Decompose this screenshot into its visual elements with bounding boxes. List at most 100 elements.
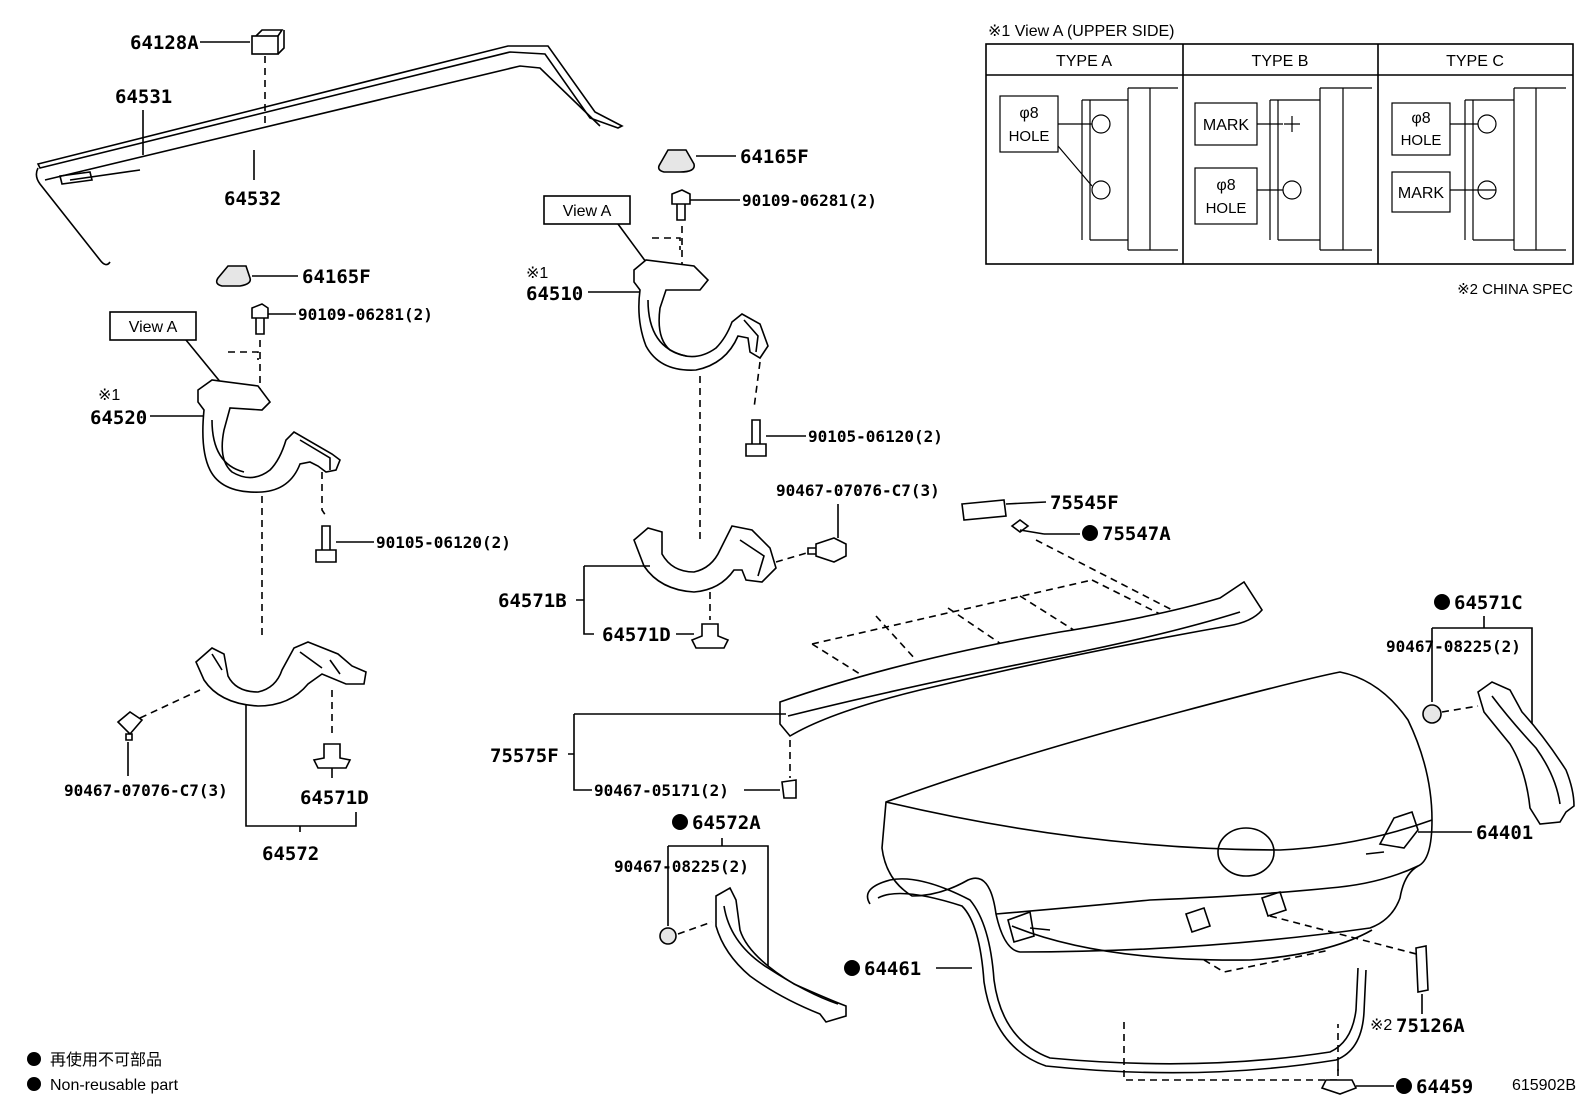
- label-64165f-center: 64165F: [740, 146, 809, 168]
- nonreusable-dot-64461: [844, 960, 860, 976]
- label-90105-left: 90105-06120(2): [376, 533, 511, 552]
- type-c-header: TYPE C: [1446, 53, 1504, 70]
- bolt-90109-left-icon: [251, 303, 269, 335]
- legend-dot-en: [27, 1077, 41, 1091]
- legend: 再使用不可部品 Non-reusable part: [27, 1051, 179, 1094]
- ref2: ※2: [1370, 1017, 1392, 1034]
- left-hinge-assembly: 64165F 90109-06281(2) View A ※1 64520 90…: [90, 265, 511, 640]
- torsion-bar-assembly: 64128A 64531 64532: [35, 29, 624, 266]
- china-spec-note: ※2 CHINA SPEC: [1457, 281, 1573, 298]
- spoiler-75575f-icon: [779, 580, 1263, 738]
- label-75575f: 75575F: [490, 745, 559, 767]
- trunk-lid-assembly: 64401: [881, 671, 1533, 973]
- label-90109-left: 90109-06281(2): [298, 305, 433, 324]
- nonreusable-dot-64572a: [672, 814, 688, 830]
- type-b-header: TYPE B: [1252, 53, 1309, 70]
- nonreusable-dot-64571c: [1434, 594, 1450, 610]
- label-64165f-left: 64165F: [302, 266, 371, 288]
- ref1-left: ※1: [98, 387, 120, 404]
- label-64571d-left: 64571D: [300, 787, 369, 809]
- label-75545f: 75545F: [1050, 492, 1119, 514]
- label-90467-05171: 90467-05171(2): [594, 781, 729, 800]
- cushion-75126a-icon: [1415, 945, 1429, 993]
- bracket-64572a-assembly: 64572A 90467-08225(2): [614, 812, 847, 1023]
- view-a-frame: [985, 43, 1574, 265]
- label-64572: 64572: [262, 843, 319, 865]
- label-64401: 64401: [1476, 822, 1533, 844]
- clip-90467-07076-center-icon: [807, 537, 847, 563]
- type-c-hole: HOLE: [1401, 132, 1442, 149]
- label-64510: 64510: [526, 283, 583, 305]
- emblem-hole: [1217, 827, 1275, 877]
- emblem-75545f-icon: [961, 499, 1007, 521]
- clip-90467-05171-icon: [781, 779, 797, 799]
- label-90467-08225-center: 90467-08225(2): [614, 857, 749, 876]
- clip-64128a-icon: [251, 35, 279, 55]
- type-b-detail: MARK φ8 HOLE: [1194, 87, 1372, 251]
- label-64459: 64459: [1416, 1076, 1473, 1098]
- view-a-text-left: View A: [129, 319, 178, 336]
- bottom-right-parts: ※2 75126A 64459: [1320, 945, 1473, 1098]
- view-a-inset: ※1 View A (UPPER SIDE) TYPE A TYPE B TYP…: [985, 23, 1574, 298]
- clip-90467-07076-left-icon: [116, 711, 144, 741]
- center-hinge-assembly: 64165F 90109-06281(2) View A ※1 64510 90…: [526, 146, 943, 540]
- legend-dot-jp: [27, 1052, 41, 1066]
- label-90467-07076-left: 90467-07076-C7(3): [64, 781, 228, 800]
- view-a-text-center: View A: [563, 203, 612, 220]
- bolt-90109-center-icon: [671, 189, 691, 221]
- label-75126a: 75126A: [1396, 1015, 1465, 1037]
- label-64461: 64461: [864, 958, 921, 980]
- type-b-hole: HOLE: [1206, 200, 1247, 217]
- legend-en: Non-reusable part: [50, 1077, 179, 1094]
- type-a-phi8: φ8: [1019, 105, 1038, 122]
- ref1-center: ※1: [526, 265, 548, 282]
- trunk-lid-64401-icon: [881, 671, 1433, 953]
- label-90105-center: 90105-06120(2): [808, 427, 943, 446]
- type-c-detail: φ8 HOLE MARK: [1391, 87, 1566, 251]
- label-90109-center: 90109-06281(2): [742, 191, 877, 210]
- weatherstrip-assembly: 64461: [844, 878, 1367, 1081]
- type-a-header: TYPE A: [1056, 53, 1112, 70]
- label-64520: 64520: [90, 407, 147, 429]
- hinge-64520-icon: [197, 379, 341, 493]
- bracket-64571c-assembly: 64571C 90467-08225(2): [1386, 592, 1575, 825]
- nonreusable-dot-75547a: [1082, 525, 1098, 541]
- label-90467-07076-center: 90467-07076-C7(3): [776, 481, 940, 500]
- label-64572a: 64572A: [692, 812, 761, 834]
- bolt-90105-left-icon: [315, 525, 337, 563]
- nut-90467-08225-right-icon: [1422, 704, 1442, 724]
- hinge-64510-icon: [633, 259, 769, 371]
- view-a-callout-center: [543, 195, 631, 225]
- nut-64571d-center-icon: [690, 623, 730, 649]
- bolt-90105-center-icon: [745, 419, 767, 457]
- label-64571c: 64571C: [1454, 592, 1523, 614]
- type-a-detail: φ8 HOLE: [999, 87, 1178, 251]
- nut-64571d-left-icon: [312, 743, 352, 769]
- center-bracket-assembly: 90467-07076-C7(3) 64571B 64571D: [498, 481, 940, 649]
- bracket-64571c-icon: [1477, 681, 1575, 825]
- label-90467-08225-right: 90467-08225(2): [1386, 637, 1521, 656]
- type-c-mark: MARK: [1398, 185, 1445, 202]
- view-a-title: ※1 View A (UPPER SIDE): [988, 23, 1175, 40]
- spoiler-assembly: 75545F 75547A 75575F 90467-05171(2): [490, 492, 1263, 800]
- type-b-phi8: φ8: [1216, 177, 1235, 194]
- nut-90467-08225-center-icon: [659, 927, 677, 945]
- legend-jp: 再使用不可部品: [50, 1051, 162, 1069]
- label-75547a: 75547A: [1102, 523, 1171, 545]
- nonreusable-dot-64459: [1396, 1078, 1412, 1094]
- diagram-id: 615902B: [1512, 1077, 1576, 1094]
- clip-75547a-icon: [1010, 519, 1045, 535]
- view-a-callout-left: [109, 311, 197, 341]
- type-b-mark: MARK: [1203, 117, 1250, 134]
- clip-64459-icon: [1320, 1079, 1358, 1095]
- cap-64165f-left-icon: [215, 265, 252, 287]
- bracket-64571b-icon: [633, 525, 777, 593]
- bracket-64572a-icon: [715, 886, 847, 1023]
- label-64128a: 64128A: [130, 32, 199, 54]
- label-64571d-center: 64571D: [602, 624, 671, 646]
- label-64531: 64531: [115, 86, 172, 108]
- type-a-hole: HOLE: [1009, 128, 1050, 145]
- cap-64165f-center-icon: [657, 149, 696, 173]
- type-c-phi8: φ8: [1411, 110, 1430, 127]
